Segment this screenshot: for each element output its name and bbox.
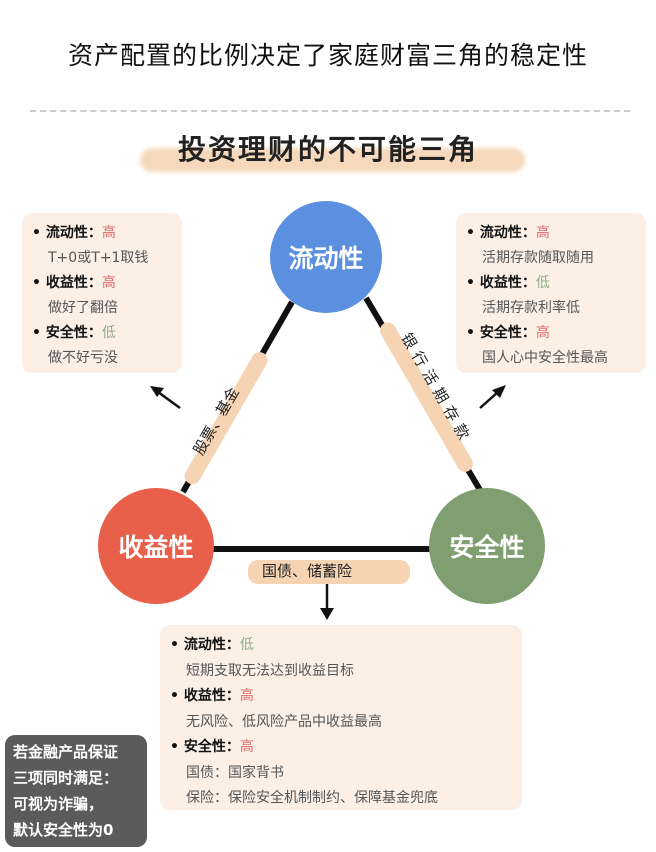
info-item: • 收益性：高 [170,684,512,710]
metric-desc: 国债：国家背书 [186,764,284,781]
right-info-box: • 流动性：高 活期存款随取随用• 收益性：低 活期存款利率低• 安全性：高 国… [456,213,646,373]
metric-label: 流动性： [45,225,102,241]
bullet-icon: • [170,739,184,755]
info-item: • 收益性：高 [32,271,172,296]
warning-note: 若金融产品保证 三项同时满足： 可视为诈骗， 默认安全性为0 [5,735,147,847]
metric-label: 收益性： [183,688,240,704]
info-item: • 流动性：高 [466,221,636,246]
arrow-down-icon [320,583,334,620]
info-item: • 收益性：低 [466,271,636,296]
info-item: • 安全性：高 [466,321,636,346]
note-line: 若金融产品保证 [13,743,119,761]
bullet-icon: • [32,325,46,341]
edge-bottom-label: 国债、储蓄险 [262,562,353,580]
bullet-icon: • [466,325,480,341]
info-item: • 安全性：低 [32,321,172,346]
metric-level: 高 [535,225,550,241]
metric-desc: 保险：保险安全机制制约、保障基金兜底 [186,790,438,806]
node-return: 收益性 [98,488,214,604]
metric-label: 流动性： [183,637,240,653]
note-line: 三项同时满足： [13,769,119,787]
metric-label: 收益性： [45,275,102,291]
metric-level: 高 [101,275,116,291]
metric-level: 高 [101,225,116,241]
subtitle: 投资理财的不可能三角 [177,133,478,166]
metric-level: 高 [239,739,254,755]
metric-label: 安全性： [45,325,102,341]
metric-label: 安全性： [479,325,536,341]
metric-level: 低 [101,325,116,341]
page-title: 资产配置的比例决定了家庭财富三角的稳定性 [67,41,588,70]
metric-desc: 活期存款随取随用 [482,250,594,266]
info-item: • 流动性：低 [170,633,512,659]
note-line: 可视为诈骗， [13,795,104,813]
metric-level: 高 [535,325,550,341]
bullet-icon: • [170,688,184,704]
info-item: • 流动性：高 [32,221,172,246]
metric-label: 安全性： [183,739,240,755]
arrow-up-left-icon [150,386,181,410]
node-safety: 安全性 [429,488,545,604]
metric-level: 低 [239,637,254,653]
left-info-box: • 流动性：高 T+0或T+1取钱• 收益性：高 做好了翻倍• 安全性：低 做不… [22,213,182,373]
metric-label: 流动性： [479,225,536,241]
node-liquidity: 流动性 [270,201,382,313]
metric-desc: 短期支取无法达到收益目标 [186,662,354,679]
metric-desc: 做不好亏没 [48,350,118,366]
metric-desc: T+0或T+1取钱 [48,250,149,266]
metric-desc: 活期存款利率低 [482,300,580,316]
metric-label: 收益性： [479,275,536,291]
bullet-icon: • [466,225,480,241]
metric-desc: 做好了翻倍 [48,300,118,316]
bullet-icon: • [32,225,46,241]
divider [30,110,630,112]
metric-level: 高 [239,688,254,704]
arrow-up-right-icon [479,385,506,409]
bullet-icon: • [170,637,184,653]
subtitle-highlight [140,148,525,172]
bottom-info-box: • 流动性：低 短期支取无法达到收益目标• 收益性：高 无风险、低风险产品中收益… [160,625,522,810]
info-item: • 安全性：高 [170,735,512,761]
note-line: 默认安全性为0 [13,821,114,839]
metric-desc: 国人心中安全性最高 [482,350,608,366]
bullet-icon: • [32,275,46,291]
bullet-icon: • [466,275,480,291]
metric-level: 低 [535,275,550,291]
metric-desc: 无风险、低风险产品中收益最高 [186,713,382,730]
